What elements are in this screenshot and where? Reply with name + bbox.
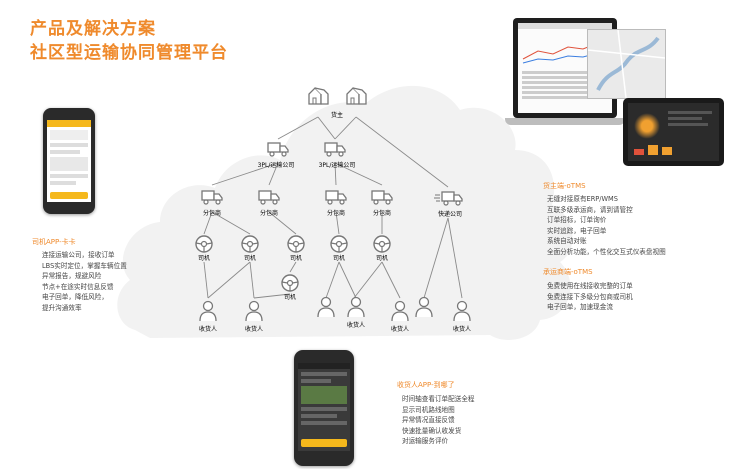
driver-label: 司机 xyxy=(198,254,210,262)
receiver-app-feature-list: 时间轴查看订单配送全程 显示司机路线地图 异常情况直接反馈 快速批量确认收发货 … xyxy=(402,394,475,447)
express-label: 快递公司 xyxy=(438,210,462,218)
subcontractor-label: 分包商 xyxy=(373,209,391,217)
list-item: 节点+在途实时信息反馈 xyxy=(42,282,114,291)
list-item: 系统自动对账 xyxy=(547,237,587,246)
list-item: 提升沟通效率 xyxy=(42,303,82,312)
driver-app-phone-image xyxy=(43,108,95,214)
driver-wheel-icon xyxy=(281,274,299,292)
carrier-side-title: 承运商端-oTMS xyxy=(543,268,593,276)
receiver-label: 收货人 xyxy=(199,325,217,333)
list-item: 无缝对接原有ERP/WMS xyxy=(547,195,618,203)
list-item: 异常报告，规避风险 xyxy=(42,272,102,281)
list-item: 对运输服务评价 xyxy=(402,437,449,446)
list-item: 免费使用在线接收完整的订单 xyxy=(547,282,633,290)
shipper-house-icon xyxy=(346,87,367,105)
list-item: 互联多级承运商，请到请管控 xyxy=(547,205,633,214)
list-item: LBS实时定位，掌握车辆位置 xyxy=(42,261,127,270)
driver-app-title: 司机APP-卡卡 xyxy=(32,238,76,246)
subcontractor-label: 分包商 xyxy=(203,209,221,217)
receiver-label: 收货人 xyxy=(347,321,365,329)
list-item: 实时追踪，电子回单 xyxy=(547,226,607,235)
diagram-connectors xyxy=(203,116,463,299)
shipper-side-feature-list: 无缝对接原有ERP/WMS 互联多级承运商，请到请管控 订单招标，订单询价 实时… xyxy=(547,194,666,258)
receiver-label: 收货人 xyxy=(391,325,409,333)
driver-app-feature-list: 连接运输公司，接收订单 LBS实时定位，掌握车辆位置 异常报告，规避风险 节点+… xyxy=(42,250,127,314)
driver-wheel-icon xyxy=(373,235,391,253)
carrier-side-feature-list: 免费使用在线接收完整的订单 免费连接下多级分包商或司机 电子回单，加速现金流 xyxy=(547,281,633,313)
list-item: 显示司机路线地图 xyxy=(402,405,455,414)
receiver-app-phone-image xyxy=(294,350,354,466)
shipper-house-icon xyxy=(308,87,329,105)
page-title-line1: 产品及解决方案 xyxy=(30,19,156,39)
driver-label: 司机 xyxy=(333,254,345,262)
receiver-app-title: 收货人APP-到哪了 xyxy=(397,381,455,389)
map-screen-image xyxy=(587,29,666,99)
tablet-dashboard-image xyxy=(623,98,724,166)
shipper-label: 货主 xyxy=(331,111,343,119)
driver-label: 司机 xyxy=(244,254,256,262)
list-item: 全面分析功能，个性化交互式仪表盘视图 xyxy=(547,247,666,256)
driver-wheel-icon xyxy=(195,235,213,253)
carrier-truck-icon xyxy=(267,142,289,157)
carrier-label: 3PL/运输公司 xyxy=(258,161,295,169)
subcontractor-label: 分包商 xyxy=(327,209,345,217)
shipper-side-title: 货主端-oTMS xyxy=(543,182,586,190)
receiver-label: 收货人 xyxy=(453,325,471,333)
list-item: 订单招标，订单询价 xyxy=(547,216,607,225)
page-title-line2: 社区型运输协同管理平台 xyxy=(30,43,228,63)
driver-label: 司机 xyxy=(284,293,296,301)
list-item: 快速批量确认收发货 xyxy=(402,426,462,435)
driver-wheel-icon xyxy=(241,235,259,253)
driver-label: 司机 xyxy=(376,254,388,262)
list-item: 时间轴查看订单配送全程 xyxy=(402,395,475,403)
carrier-label: 3PL/运输公司 xyxy=(319,161,356,169)
driver-wheel-icon xyxy=(330,235,348,253)
list-item: 电子回单，降低风险， xyxy=(42,293,108,302)
list-item: 连接运输公司，接收订单 xyxy=(42,251,115,259)
driver-wheel-icon xyxy=(287,235,305,253)
list-item: 异常情况直接反馈 xyxy=(402,416,455,425)
list-item: 免费连接下多级分包商或司机 xyxy=(547,292,633,301)
subcontractor-label: 分包商 xyxy=(260,209,278,217)
driver-label: 司机 xyxy=(290,254,302,262)
receiver-label: 收货人 xyxy=(245,325,263,333)
list-item: 电子回单，加速现金流 xyxy=(547,303,613,312)
